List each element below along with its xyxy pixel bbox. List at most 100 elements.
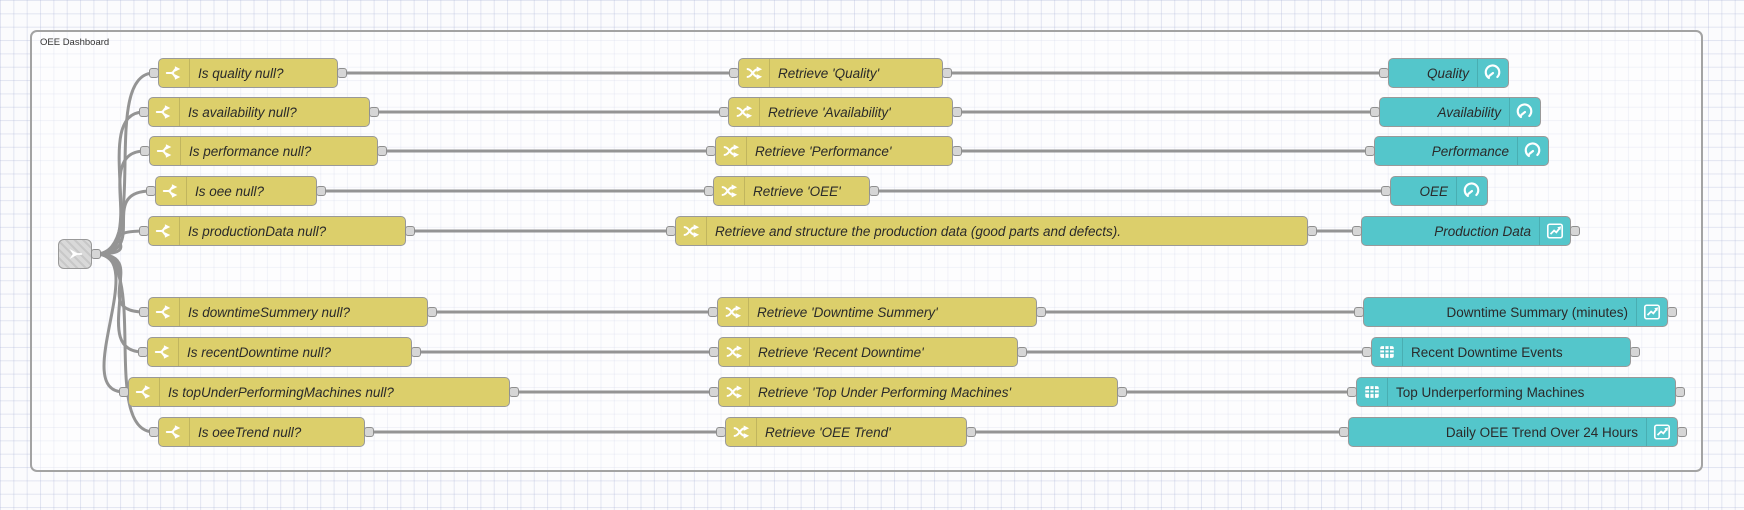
node-port-out[interactable] bbox=[1017, 347, 1027, 357]
node-port-in[interactable] bbox=[138, 347, 148, 357]
node-port-in[interactable] bbox=[1362, 347, 1372, 357]
node-ui1[interactable]: Quality bbox=[1379, 58, 1509, 88]
node-port-in[interactable] bbox=[1365, 146, 1375, 156]
node-port-out[interactable] bbox=[369, 107, 379, 117]
node-ui7[interactable]: Recent Downtime Events bbox=[1362, 337, 1640, 367]
node-port-out[interactable] bbox=[952, 146, 962, 156]
node-sw3[interactable]: Is performance null? bbox=[140, 136, 387, 166]
node-port-in[interactable] bbox=[1352, 226, 1362, 236]
node-port-in[interactable] bbox=[1381, 186, 1391, 196]
node-port-in[interactable] bbox=[666, 226, 676, 236]
node-ch5[interactable]: Retrieve and structure the production da… bbox=[666, 216, 1317, 246]
node-port-out[interactable] bbox=[1667, 307, 1677, 317]
node-port-out[interactable] bbox=[337, 68, 347, 78]
node-port-in[interactable] bbox=[140, 146, 150, 156]
switch-icon bbox=[129, 378, 160, 406]
node-port-out[interactable] bbox=[869, 186, 879, 196]
wire[interactable] bbox=[94, 189, 153, 256]
node-port-in[interactable] bbox=[139, 107, 149, 117]
node-ch6[interactable]: Retrieve 'Downtime Summery' bbox=[708, 297, 1046, 327]
change-icon bbox=[718, 298, 749, 326]
node-sw4[interactable]: Is oee null? bbox=[146, 176, 326, 206]
node-port-out[interactable] bbox=[405, 226, 415, 236]
node-sw5[interactable]: Is productionData null? bbox=[139, 216, 415, 246]
node-label: Performance bbox=[1431, 143, 1509, 159]
node-label: Production Data bbox=[1434, 223, 1531, 239]
node-port-out[interactable] bbox=[427, 307, 437, 317]
node-port-out[interactable] bbox=[364, 427, 374, 437]
wire[interactable] bbox=[94, 252, 156, 434]
node-port-out[interactable] bbox=[411, 347, 421, 357]
node-ch1[interactable]: Retrieve 'Quality' bbox=[729, 58, 952, 88]
node-ch4[interactable]: Retrieve 'OEE' bbox=[704, 176, 879, 206]
node-ui5[interactable]: Production Data bbox=[1352, 216, 1580, 246]
node-port-in[interactable] bbox=[149, 68, 159, 78]
node-port-in[interactable] bbox=[119, 387, 129, 397]
node-port-out[interactable] bbox=[1675, 387, 1685, 397]
node-label: OEE bbox=[1419, 183, 1448, 199]
node-port-out[interactable] bbox=[1570, 226, 1580, 236]
node-port-in[interactable] bbox=[708, 307, 718, 317]
wire[interactable] bbox=[94, 149, 147, 256]
node-sw9[interactable]: Is oeeTrend null? bbox=[149, 417, 374, 447]
node-port-in[interactable] bbox=[706, 146, 716, 156]
node-port-out[interactable] bbox=[377, 146, 387, 156]
node-port-in[interactable] bbox=[709, 347, 719, 357]
switch-icon bbox=[156, 177, 187, 205]
change-icon bbox=[719, 338, 750, 366]
node-port-in[interactable] bbox=[1339, 427, 1349, 437]
node-port-out[interactable] bbox=[1630, 347, 1640, 357]
node-port-in[interactable] bbox=[1379, 68, 1389, 78]
node-port-out[interactable] bbox=[966, 427, 976, 437]
node-port-out[interactable] bbox=[1307, 226, 1317, 236]
switch-icon bbox=[149, 298, 180, 326]
node-sw2[interactable]: Is availability null? bbox=[139, 97, 379, 127]
node-port-in[interactable] bbox=[709, 387, 719, 397]
node-sw6[interactable]: Is downtimeSummery null? bbox=[139, 297, 437, 327]
node-port-out[interactable] bbox=[316, 186, 326, 196]
node-ui9[interactable]: Daily OEE Trend Over 24 Hours bbox=[1339, 417, 1687, 447]
node-port-out[interactable] bbox=[91, 249, 101, 259]
node-port-in[interactable] bbox=[719, 107, 729, 117]
node-ui8[interactable]: Top Underperforming Machines bbox=[1347, 377, 1685, 407]
node-port-out[interactable] bbox=[1117, 387, 1127, 397]
node-ui6[interactable]: Downtime Summary (minutes) bbox=[1354, 297, 1677, 327]
node-port-in[interactable] bbox=[1347, 387, 1357, 397]
switch-icon bbox=[159, 59, 190, 87]
node-port-in[interactable] bbox=[716, 427, 726, 437]
node-link[interactable] bbox=[58, 239, 101, 269]
node-ch2[interactable]: Retrieve 'Availability' bbox=[719, 97, 962, 127]
node-port-in[interactable] bbox=[139, 226, 149, 236]
node-ch3[interactable]: Retrieve 'Performance' bbox=[706, 136, 962, 166]
node-port-in[interactable] bbox=[1370, 107, 1380, 117]
node-port-out[interactable] bbox=[1677, 427, 1687, 437]
node-label: Is availability null? bbox=[188, 104, 297, 120]
wire[interactable] bbox=[94, 229, 146, 256]
node-port-out[interactable] bbox=[509, 387, 519, 397]
wire[interactable] bbox=[94, 252, 145, 354]
node-port-in[interactable] bbox=[704, 186, 714, 196]
node-label: Downtime Summary (minutes) bbox=[1446, 304, 1628, 320]
node-port-out[interactable] bbox=[952, 107, 962, 117]
change-icon bbox=[739, 59, 770, 87]
node-port-out[interactable] bbox=[942, 68, 952, 78]
gauge-icon bbox=[1456, 177, 1487, 205]
node-ui4[interactable]: OEE bbox=[1381, 176, 1488, 206]
node-sw8[interactable]: Is topUnderPerformingMachines null? bbox=[119, 377, 519, 407]
node-ui3[interactable]: Performance bbox=[1365, 136, 1549, 166]
node-sw7[interactable]: Is recentDowntime null? bbox=[138, 337, 421, 367]
node-port-in[interactable] bbox=[149, 427, 159, 437]
node-port-in[interactable] bbox=[146, 186, 156, 196]
node-ui2[interactable]: Availability bbox=[1370, 97, 1541, 127]
node-port-in[interactable] bbox=[729, 68, 739, 78]
table-icon bbox=[1357, 378, 1388, 406]
node-port-in[interactable] bbox=[139, 307, 149, 317]
node-ch8[interactable]: Retrieve 'Top Under Performing Machines' bbox=[709, 377, 1127, 407]
node-port-out[interactable] bbox=[1036, 307, 1046, 317]
node-ch7[interactable]: Retrieve 'Recent Downtime' bbox=[709, 337, 1027, 367]
node-port-in[interactable] bbox=[1354, 307, 1364, 317]
node-sw1[interactable]: Is quality null? bbox=[149, 58, 347, 88]
node-label: Is productionData null? bbox=[188, 223, 327, 239]
node-ch9[interactable]: Retrieve 'OEE Trend' bbox=[716, 417, 976, 447]
